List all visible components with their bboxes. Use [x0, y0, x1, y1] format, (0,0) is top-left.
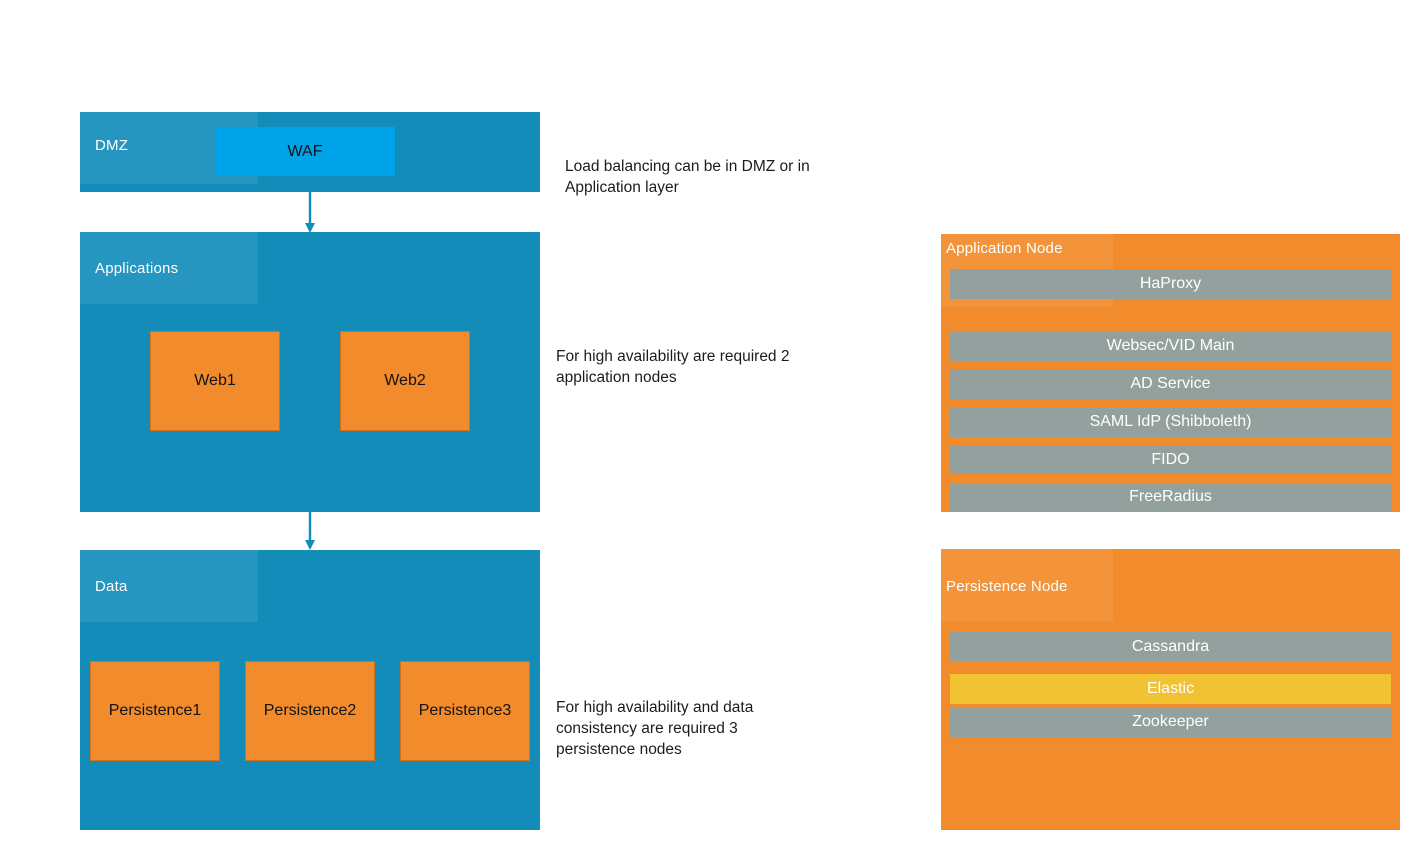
- fido-bar: FIDO: [950, 445, 1391, 474]
- zookeeper-label: Zookeeper: [1132, 713, 1209, 730]
- saml-idp-bar: SAML IdP (Shibboleth): [950, 407, 1391, 437]
- application-node-panel: Application Node HaProxy Websec/VID Main…: [941, 234, 1400, 512]
- waf-box: WAF: [215, 127, 395, 176]
- applications-layer: Applications Web1 Web2: [80, 232, 540, 512]
- ad-service-bar: AD Service: [950, 369, 1391, 399]
- applications-layer-title: Applications: [95, 260, 179, 277]
- applications-annotation-line2: application nodes: [556, 369, 677, 386]
- persistence3-label: Persistence3: [418, 702, 512, 719]
- waf-label: WAF: [287, 142, 323, 160]
- haproxy-bar: HaProxy: [950, 269, 1391, 299]
- persistence-node-panel: Persistence Node Cassandra Elastic Zooke…: [941, 549, 1400, 830]
- dmz-to-applications-arrow: [305, 192, 315, 233]
- web1-label: Web1: [194, 372, 236, 389]
- applications-to-data-arrow: [305, 512, 315, 550]
- ad-service-label: AD Service: [1130, 375, 1211, 392]
- persistence-node-title-overlay: [941, 549, 1113, 622]
- dmz-annotation-line2: Application layer: [565, 179, 679, 196]
- freeradius-label: FreeRadius: [1129, 488, 1212, 505]
- persistence3-box: Persistence3: [400, 661, 530, 761]
- dmz-annotation: Load balancing can be in DMZ or in Appli…: [565, 156, 885, 198]
- applications-annotation-line1: For high availability are required 2: [556, 348, 790, 365]
- dmz-layer: DMZ WAF: [80, 112, 540, 192]
- zookeeper-bar: Zookeeper: [950, 707, 1391, 737]
- persistence1-label: Persistence1: [108, 702, 202, 719]
- persistence1-box: Persistence1: [90, 661, 220, 761]
- data-layer: Data Persistence1 Persistence2 Persisten…: [80, 550, 540, 830]
- data-annotation-line2: consistency are required 3: [556, 720, 738, 737]
- data-annotation-line3: persistence nodes: [556, 741, 682, 758]
- dmz-layer-title: DMZ: [95, 137, 129, 154]
- data-title-overlay: [80, 550, 258, 622]
- cassandra-bar: Cassandra: [950, 632, 1391, 661]
- applications-title-overlay: [80, 232, 258, 304]
- freeradius-bar: FreeRadius: [950, 483, 1391, 511]
- data-annotation: For high availability and data consisten…: [556, 697, 876, 760]
- web1-box: Web1: [150, 331, 280, 431]
- web2-box: Web2: [340, 331, 470, 431]
- elastic-label: Elastic: [1146, 680, 1195, 697]
- haproxy-label: HaProxy: [1139, 275, 1202, 292]
- web2-label: Web2: [384, 372, 426, 389]
- data-layer-title: Data: [95, 578, 128, 595]
- applications-annotation: For high availability are required 2 app…: [556, 346, 876, 388]
- data-annotation-line1: For high availability and data: [556, 699, 754, 716]
- saml-idp-label: SAML IdP (Shibboleth): [1089, 413, 1252, 430]
- elastic-bar: Elastic: [950, 674, 1391, 704]
- websec-vid-main-label: Websec/VID Main: [1106, 337, 1235, 354]
- dmz-annotation-line1: Load balancing can be in DMZ or in: [565, 158, 810, 175]
- persistence-node-title: Persistence Node: [946, 578, 1068, 595]
- cassandra-label: Cassandra: [1131, 637, 1210, 655]
- application-node-title: Application Node: [946, 240, 1063, 257]
- websec-vid-main-bar: Websec/VID Main: [950, 331, 1391, 361]
- fido-label: FIDO: [1151, 450, 1190, 468]
- persistence2-label: Persistence2: [263, 702, 357, 719]
- persistence2-box: Persistence2: [245, 661, 375, 761]
